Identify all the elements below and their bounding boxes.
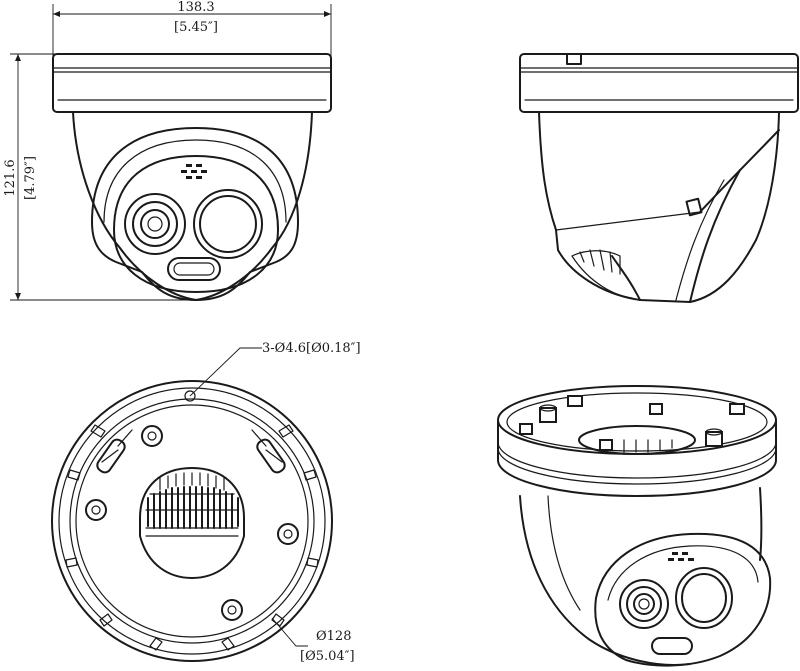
mounting-hole-bottom	[221, 599, 243, 621]
iso-visible-lens-icon	[619, 579, 669, 629]
iso-lens-housing	[594, 532, 772, 667]
mounting-hole-right	[277, 523, 299, 545]
iso-body	[519, 495, 691, 666]
side-top-ring	[519, 53, 799, 113]
mounting-hole-left	[85, 499, 107, 521]
width-in-label: [5.45″]	[174, 20, 218, 35]
height-mm-label: 121.6	[3, 159, 18, 196]
bottom-view: 3-Ø4.6[Ø0.18″] Ø128 [Ø5.04″]	[51, 341, 361, 664]
width-dimension: 138.3 [5.45″]	[52, 0, 332, 70]
base-outer-rim	[51, 380, 333, 662]
cable-port	[139, 467, 245, 579]
hole-callout: 3-Ø4.6[Ø0.18″]	[189, 341, 361, 397]
front-view: 138.3 [5.45″] 121.6 [4.79″]	[3, 0, 332, 301]
hole-callout-label: 3-Ø4.6[Ø0.18″]	[262, 341, 361, 356]
diameter-callout: Ø128 [Ø5.04″]	[271, 617, 355, 664]
height-dimension: 121.6 [4.79″]	[3, 53, 190, 301]
iso-thermal-lens-icon	[675, 567, 733, 629]
front-lens-housing	[91, 127, 299, 301]
height-in-label: [4.79″]	[23, 156, 38, 200]
front-top-ring	[52, 53, 332, 113]
visible-lens-icon	[124, 193, 186, 255]
side-body	[538, 111, 780, 303]
cable-port-teeth	[145, 472, 239, 537]
front-vent-icon	[181, 164, 207, 179]
thermal-lens-icon	[193, 189, 263, 259]
isometric-view	[497, 385, 777, 667]
ir-led-slot	[167, 257, 221, 281]
diameter-mm-label: Ø128	[316, 629, 351, 644]
mounting-post-icons	[519, 395, 745, 451]
diameter-in-label: [Ø5.04″]	[300, 649, 355, 664]
side-view	[519, 53, 799, 303]
iso-vent-icon	[668, 552, 694, 561]
mounting-hole-top	[141, 425, 163, 447]
width-mm-label: 138.3	[177, 0, 214, 15]
